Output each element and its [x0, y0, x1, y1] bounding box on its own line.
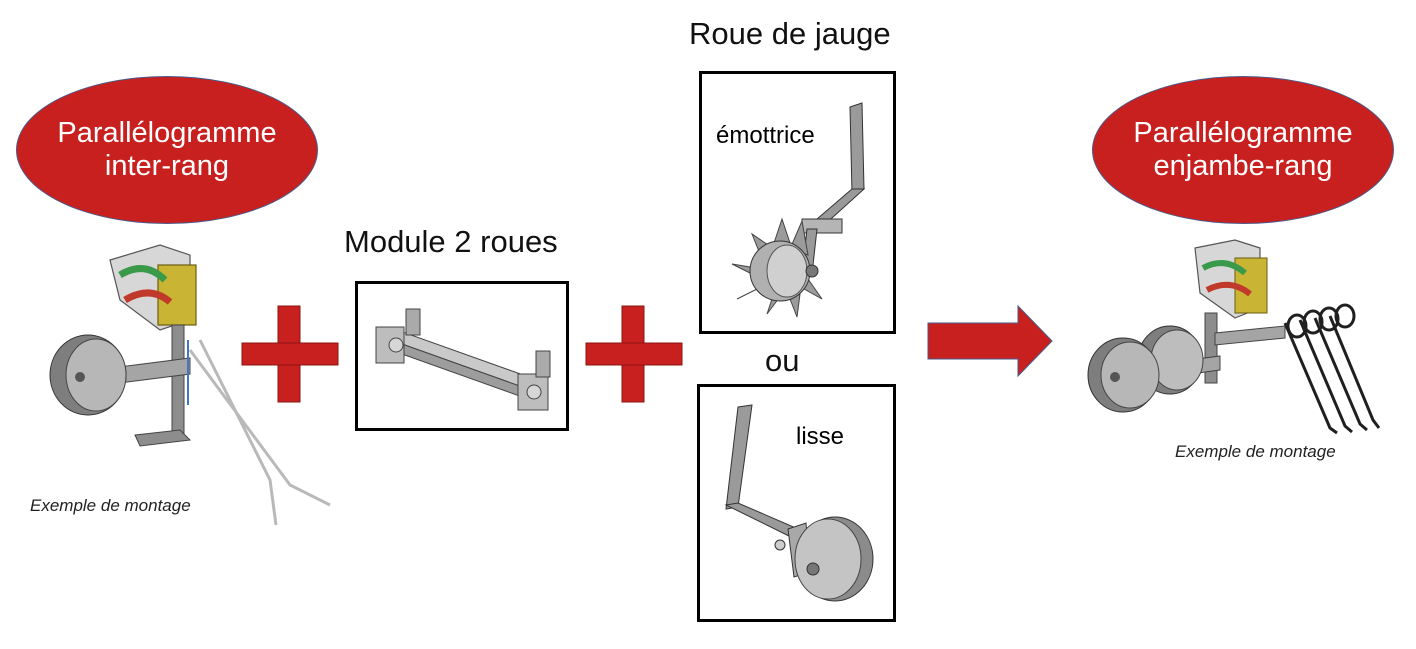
arrow-right-icon — [927, 304, 1053, 378]
inter-rang-assembly-image — [49, 244, 331, 526]
enjambe-rang-assembly-image — [1087, 239, 1381, 435]
lisse-label: lisse — [796, 423, 845, 450]
right-title-ellipse: Parallélogramme enjambe-rang — [1092, 76, 1394, 224]
smooth-wheel-image — [724, 404, 874, 602]
plus-icon — [241, 305, 339, 403]
gauge-wheel-title: Roue de jauge — [689, 16, 891, 51]
left-title-line2: inter-rang — [104, 150, 230, 182]
axle-bar-image — [375, 308, 551, 411]
right-caption: Exemple de montage — [1175, 442, 1336, 461]
plus-icon — [585, 305, 683, 403]
middle-module-title: Module 2 roues — [344, 224, 558, 259]
emottrice-option-frame: émottrice — [699, 71, 896, 334]
left-title-line1: Parallélogramme — [57, 117, 277, 149]
right-title-line2: enjambe-rang — [1153, 150, 1333, 182]
or-separator: ou — [765, 343, 800, 378]
emottrice-label: émottrice — [716, 122, 815, 149]
right-title-line1: Parallélogramme — [1133, 117, 1353, 149]
emottrice-wheel-image — [731, 102, 866, 318]
lisse-option-frame: lisse — [697, 384, 896, 622]
left-caption: Exemple de montage — [30, 496, 191, 515]
module-2-roues-frame — [355, 281, 569, 431]
left-title-ellipse: Parallélogramme inter-rang — [16, 76, 318, 224]
